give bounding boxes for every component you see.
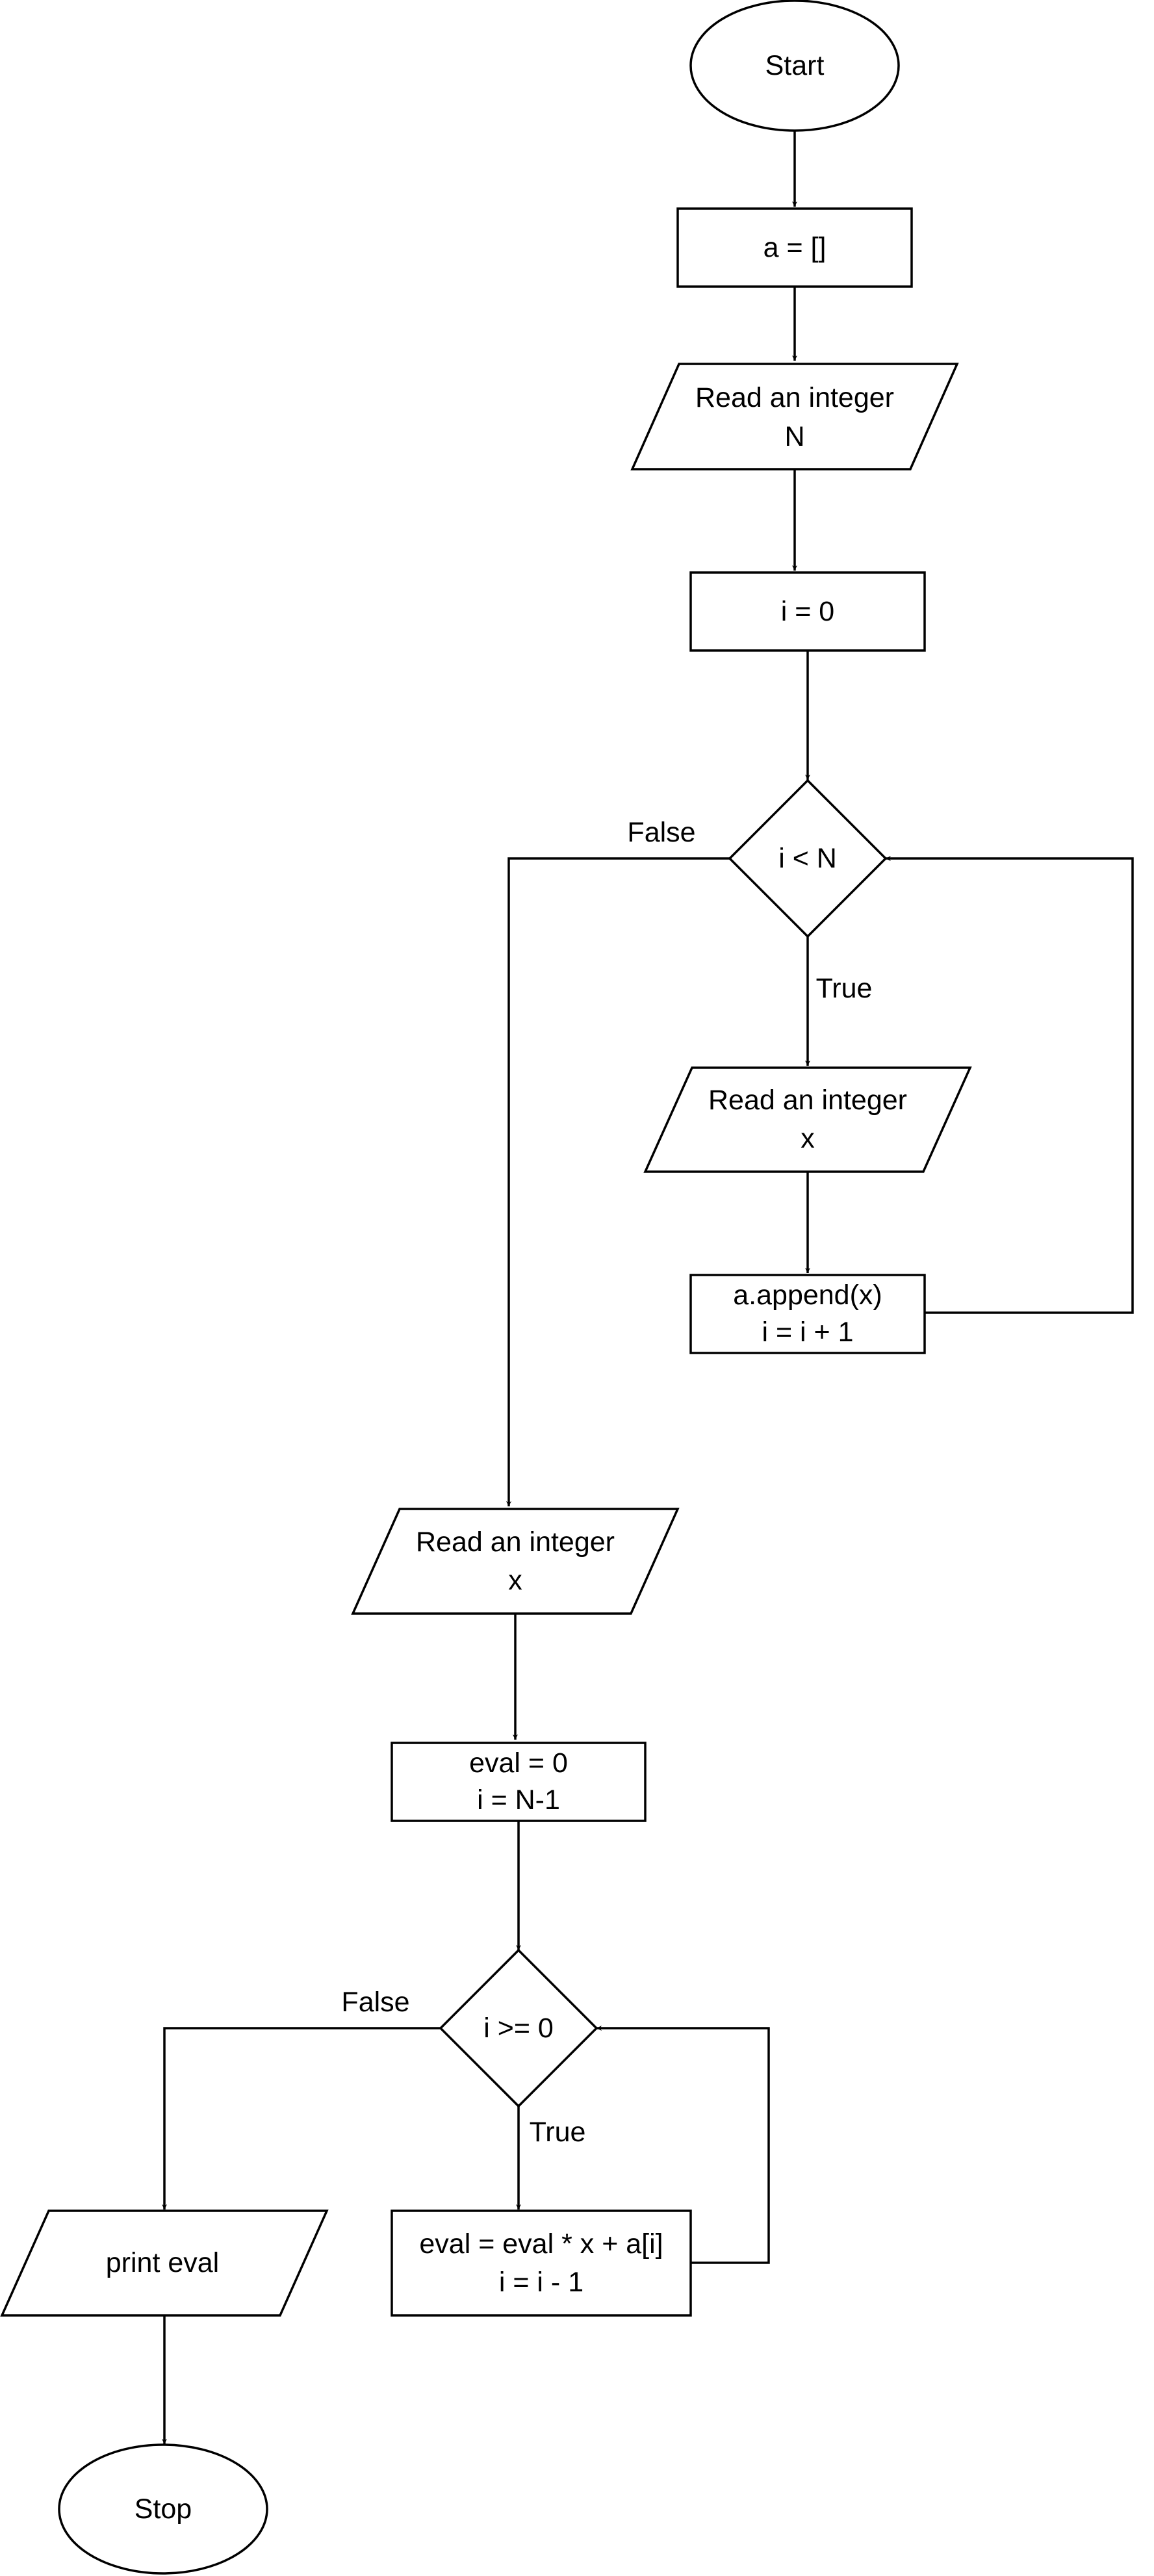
read-x-label-line2: x — [508, 1565, 522, 1596]
init-i-process: i = 0 — [689, 571, 926, 652]
edge-label-loop2-false: False — [341, 1987, 409, 2018]
init-eval-label-line2: i = N-1 — [477, 1784, 560, 1816]
decision-i-ge-0: i >= 0 — [439, 1948, 598, 2108]
edge-cond-false-to-read-x — [506, 857, 730, 1506]
read-n-label-line2: N — [784, 421, 804, 452]
edge-update-loop-back — [596, 2026, 770, 2264]
edge-label-loop1-false: False — [627, 817, 695, 848]
init-eval-process: eval = 0 i = N-1 — [391, 1742, 647, 1822]
read-x-loop-label-line1: Read an integer — [708, 1085, 907, 1116]
append-label-line1: a.append(x) — [733, 1280, 882, 1311]
stop-terminal: Stop — [58, 2443, 268, 2575]
read-x-loop-label-line2: x — [801, 1123, 815, 1154]
edge-cond2-false-to-print — [162, 2027, 441, 2209]
update-eval-process: eval = eval * x + a[i] i = i - 1 — [391, 2209, 692, 2317]
init-a-process: a = [] — [676, 207, 913, 288]
print-eval-io: print eval — [0, 2209, 329, 2317]
decision-i-lt-n-label: i < N — [778, 843, 837, 874]
print-eval-label: print eval — [106, 2247, 219, 2278]
init-eval-label-line1: eval = 0 — [469, 1747, 568, 1779]
start-terminal: Start — [689, 0, 900, 132]
append-label-line2: i = i + 1 — [762, 1317, 853, 1348]
update-eval-label-line2: i = i - 1 — [499, 2267, 583, 2298]
start-label: Start — [765, 50, 825, 81]
read-x-label-line1: Read an integer — [416, 1526, 615, 1558]
read-x-io: Read an integer x — [351, 1508, 680, 1615]
edges — [162, 131, 1134, 2444]
read-x-loop-io: Read an integer x — [643, 1066, 972, 1173]
read-n-label-line1: Read an integer — [695, 382, 894, 413]
edge-label-loop1-true: True — [816, 973, 873, 1004]
edge-append-loop-back — [886, 856, 1134, 1314]
read-n-io: Read an integer N — [630, 363, 959, 470]
append-process: a.append(x) i = i + 1 — [689, 1274, 926, 1354]
update-eval-label-line1: eval = eval * x + a[i] — [419, 2228, 663, 2260]
init-a-label: a = [] — [763, 232, 827, 263]
stop-label: Stop — [135, 2493, 192, 2525]
init-i-label: i = 0 — [781, 596, 834, 627]
decision-i-ge-0-label: i >= 0 — [483, 2013, 554, 2044]
decision-i-lt-n: i < N — [728, 779, 888, 938]
edge-label-loop2-true: True — [530, 2117, 586, 2148]
